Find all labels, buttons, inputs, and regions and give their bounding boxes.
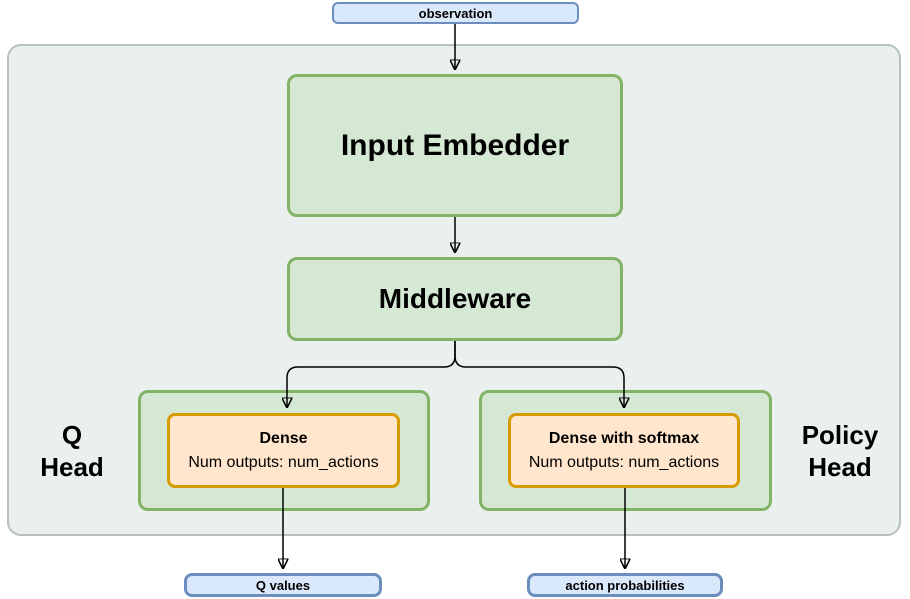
q-values-label: Q values <box>255 577 311 593</box>
policy-head-label-line2: Head <box>808 452 872 482</box>
dense-softmax-node: Dense with softmax Num outputs: num_acti… <box>508 413 740 488</box>
action-probabilities-node: action probabilities <box>527 573 723 597</box>
action-probabilities-label: action probabilities <box>565 577 685 593</box>
input-embedder-label: Input Embedder <box>340 128 570 162</box>
middleware-node: Middleware <box>287 257 623 341</box>
input-embedder-node: Input Embedder <box>287 74 623 217</box>
policy-head-label: Policy Head <box>785 419 895 483</box>
q-head-label: Q Head <box>17 419 127 483</box>
q-head-label-line2: Head <box>40 452 104 482</box>
dense-softmax-subtitle: Num outputs: num_actions <box>528 453 720 471</box>
dense-softmax-title: Dense with softmax <box>548 430 700 448</box>
policy-head-label-line1: Policy <box>801 419 879 450</box>
q-head-label-line1: Q <box>61 419 83 450</box>
dense-title: Dense <box>259 430 308 448</box>
observation-node: observation <box>332 2 579 24</box>
q-values-node: Q values <box>184 573 382 597</box>
middleware-label: Middleware <box>378 283 532 314</box>
dense-subtitle: Num outputs: num_actions <box>188 453 379 471</box>
dense-node: Dense Num outputs: num_actions <box>167 413 400 488</box>
observation-label: observation <box>418 5 493 21</box>
